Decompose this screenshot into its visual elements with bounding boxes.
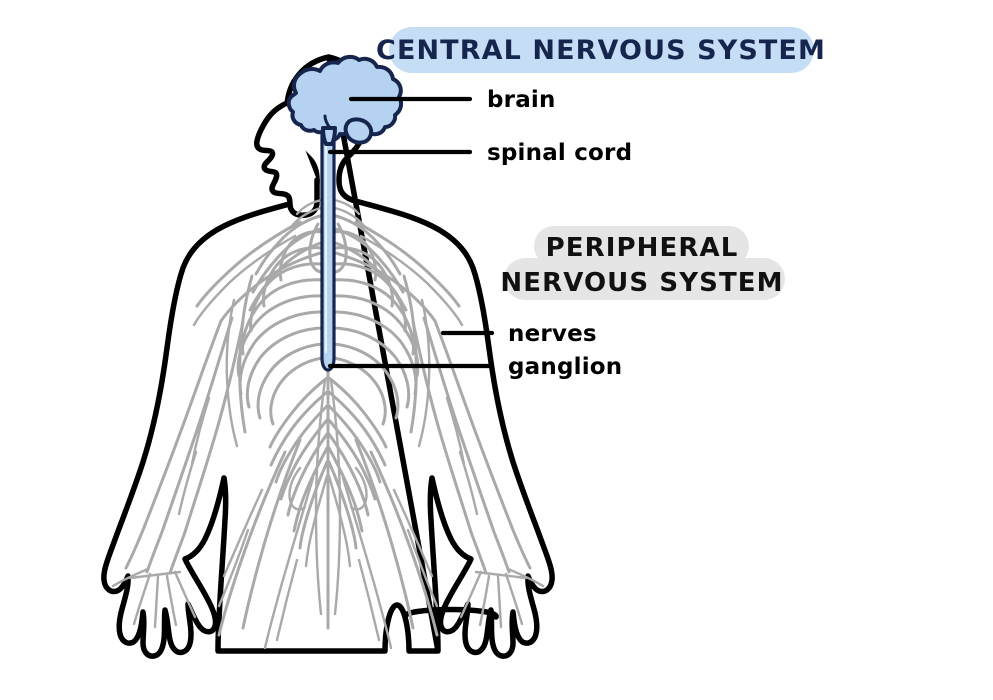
cns-banner-background [389,27,814,73]
nerve-leg-right-extra [392,488,434,578]
nerve-leg-left-inner [275,558,299,642]
pns-banner-label-line2: NERVOUS SYSTEM [500,268,783,298]
nerve-lumbar-left-5 [286,432,329,517]
face-profile [254,100,320,218]
nerve-intercostal-left-1 [278,230,324,282]
nerve-intercostal-right-9 [332,356,387,426]
brain-group [286,54,404,146]
nerve-neck-left-1 [295,198,324,216]
nerve-intercostal-right-7 [332,326,411,409]
nerve-hand-left-palm [128,570,182,580]
nerve-neck-right-2 [333,206,367,229]
nerve-lateral-trunk-right [402,274,418,434]
nerve-hand-left-d3 [153,574,160,629]
nerve-femoral-left [241,438,302,630]
nerve-lumbar-right-5 [327,432,370,517]
label-ganglion: ganglion [508,354,622,380]
nerve-neck-left-2 [289,206,323,229]
nerve-shoulder-arc-right-2 [359,234,464,327]
nerve-arm-right-inner [411,320,488,575]
nerve-brachial-left-main [219,250,326,323]
nerve-intercostal-right-8 [332,342,400,420]
brainstem [321,126,337,146]
nerve-hand-right-d4 [478,574,491,627]
nerve-hand-right-d2 [504,572,524,626]
nerve-intercostal-right-1 [332,230,378,282]
nerve-sciatic-right [369,450,439,637]
pns-banner-background-line2 [504,258,785,300]
nerve-arm-left-outer [124,319,223,570]
part-labels: brain spinal cord nerves ganglion [487,87,632,380]
nerve-lumbar-left-7 [298,460,329,550]
nerve-lumbar-right-3 [327,404,382,484]
nerve-shoulder-arc-right [354,220,461,308]
nerve-hand-left-d4 [165,574,178,627]
nerve-leg-left-extra [222,488,264,578]
spinal-cord-group [320,116,336,372]
brain [286,54,404,142]
nerve-shoulder-arc-left [195,220,302,308]
nerve-lumbar-right-6 [327,446,364,533]
nerve-intercostal-left-2 [262,246,324,308]
nerve-lumbar-right-2 [327,390,387,467]
nerve-leg-right-inner [357,558,381,642]
nerve-neck-right-1 [332,198,361,216]
nerve-brachial-right-main [330,250,437,323]
nerve-lumbar-left-4 [279,418,329,501]
label-brain: brain [487,87,556,113]
nerve-intercostal-left-8 [256,342,324,420]
cerebellum [343,117,374,145]
nerve-lumbar-right-7 [327,460,358,550]
nerve-intercostal-left-4 [241,278,324,356]
nerve-hand-right-palm [474,570,528,580]
nerve-arm-left-mid [145,316,234,574]
nerve-hand-left-d5 [173,570,197,619]
leader-lines [327,96,495,369]
cns-banner: CENTRAL NERVOUS SYSTEM [376,27,826,73]
peripheral-nerve-network [111,198,545,650]
nerve-shoulder-arc-left-2 [192,234,297,327]
nerve-intercostal-right-2 [332,246,394,308]
nerve-abdominal-loop-right [349,466,368,511]
nerve-lumbar-right-8 [327,474,352,568]
label-spinal-cord: spinal cord [487,140,632,166]
nerve-thoracic-center-loop-r [332,222,348,274]
nerve-femoral-right [354,438,415,630]
nerve-leg-right-lateral [406,528,439,608]
pns-banner-background-line1 [534,226,749,266]
nerve-hand-right-d3 [496,574,503,629]
nerve-hand-left-d2 [132,572,152,626]
nerve-lumbar-left-2 [269,390,329,467]
nerve-lumbar-left-3 [274,404,329,484]
label-nerves: nerves [508,321,597,347]
brain-sulcus [323,114,332,130]
nerve-intercostal-left-9 [269,356,324,426]
nerve-intercostal-left-7 [245,326,324,409]
nerve-cervical-right-1 [330,213,402,276]
nerve-cervical-left-1 [254,213,326,276]
pns-banner-label-line1: PERIPHERAL [546,233,739,263]
spinal-cord [320,116,336,372]
nerve-arm-left-branch-2 [177,450,198,516]
nerve-lumbar-right-4 [327,418,377,501]
nerve-lumbar-left-6 [292,446,329,533]
nerve-thoracic-center-loop [308,222,324,274]
nerve-lumbar-left-1 [268,376,329,449]
nerve-arm-left-inner [168,320,245,575]
nerve-arm-right-branch-2 [458,450,479,516]
nerve-intercostal-right-4 [332,278,415,356]
cns-banner-label: CENTRAL NERVOUS SYSTEM [376,35,826,66]
nerve-lateral-trunk-left [238,274,254,434]
nerve-abdominal-loop-left [288,466,307,511]
nerve-hand-right-d5 [459,570,483,619]
nerve-lumbar-left-8 [304,474,329,568]
nerve-leg-left-lateral [217,528,250,608]
pns-banner: PERIPHERAL NERVOUS SYSTEM [500,226,785,300]
nerve-lumbar-right-1 [327,376,388,449]
nerve-sciatic-left [217,450,287,637]
